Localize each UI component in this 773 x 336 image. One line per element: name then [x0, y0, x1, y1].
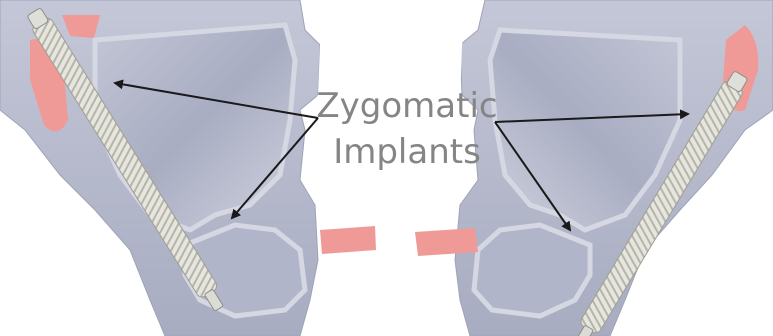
right-lower-cavity: [474, 225, 590, 316]
septum-line: [396, 210, 400, 272]
right-soft-tissue-mid: [415, 228, 478, 256]
caption-line-1: Zygomatic: [316, 86, 497, 126]
left-soft-tissue-mid: [320, 226, 376, 254]
caption-line-2: Implants: [333, 132, 481, 172]
